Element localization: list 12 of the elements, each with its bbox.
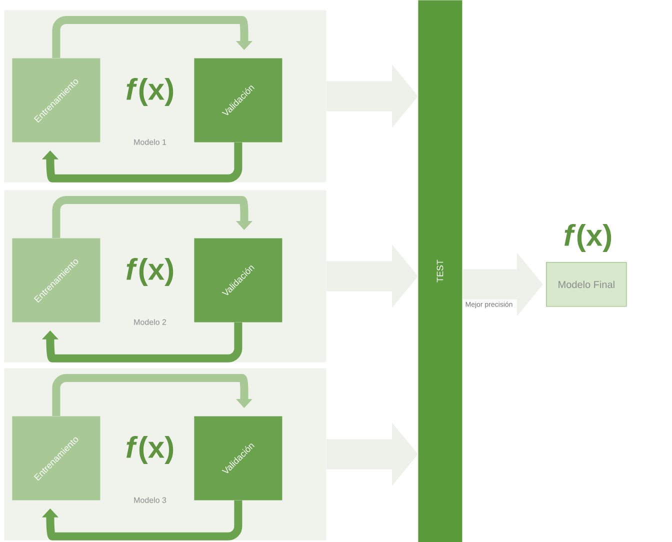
model-label: Modelo 1 bbox=[134, 139, 166, 145]
test-bar: TEST bbox=[418, 0, 462, 542]
model-label: Modelo 3 bbox=[134, 497, 166, 503]
final-model-box: Modelo Final bbox=[546, 262, 627, 307]
function-label: f(x) bbox=[126, 78, 174, 106]
function-label: f(x) bbox=[126, 436, 174, 464]
loop-arrow bbox=[52, 196, 252, 238]
loop-arrow bbox=[52, 16, 252, 58]
function-label: f(x) bbox=[126, 258, 174, 286]
loop-arrow bbox=[52, 374, 252, 416]
function-label: f(x) bbox=[564, 224, 612, 252]
model-label: Modelo 2 bbox=[134, 319, 166, 325]
